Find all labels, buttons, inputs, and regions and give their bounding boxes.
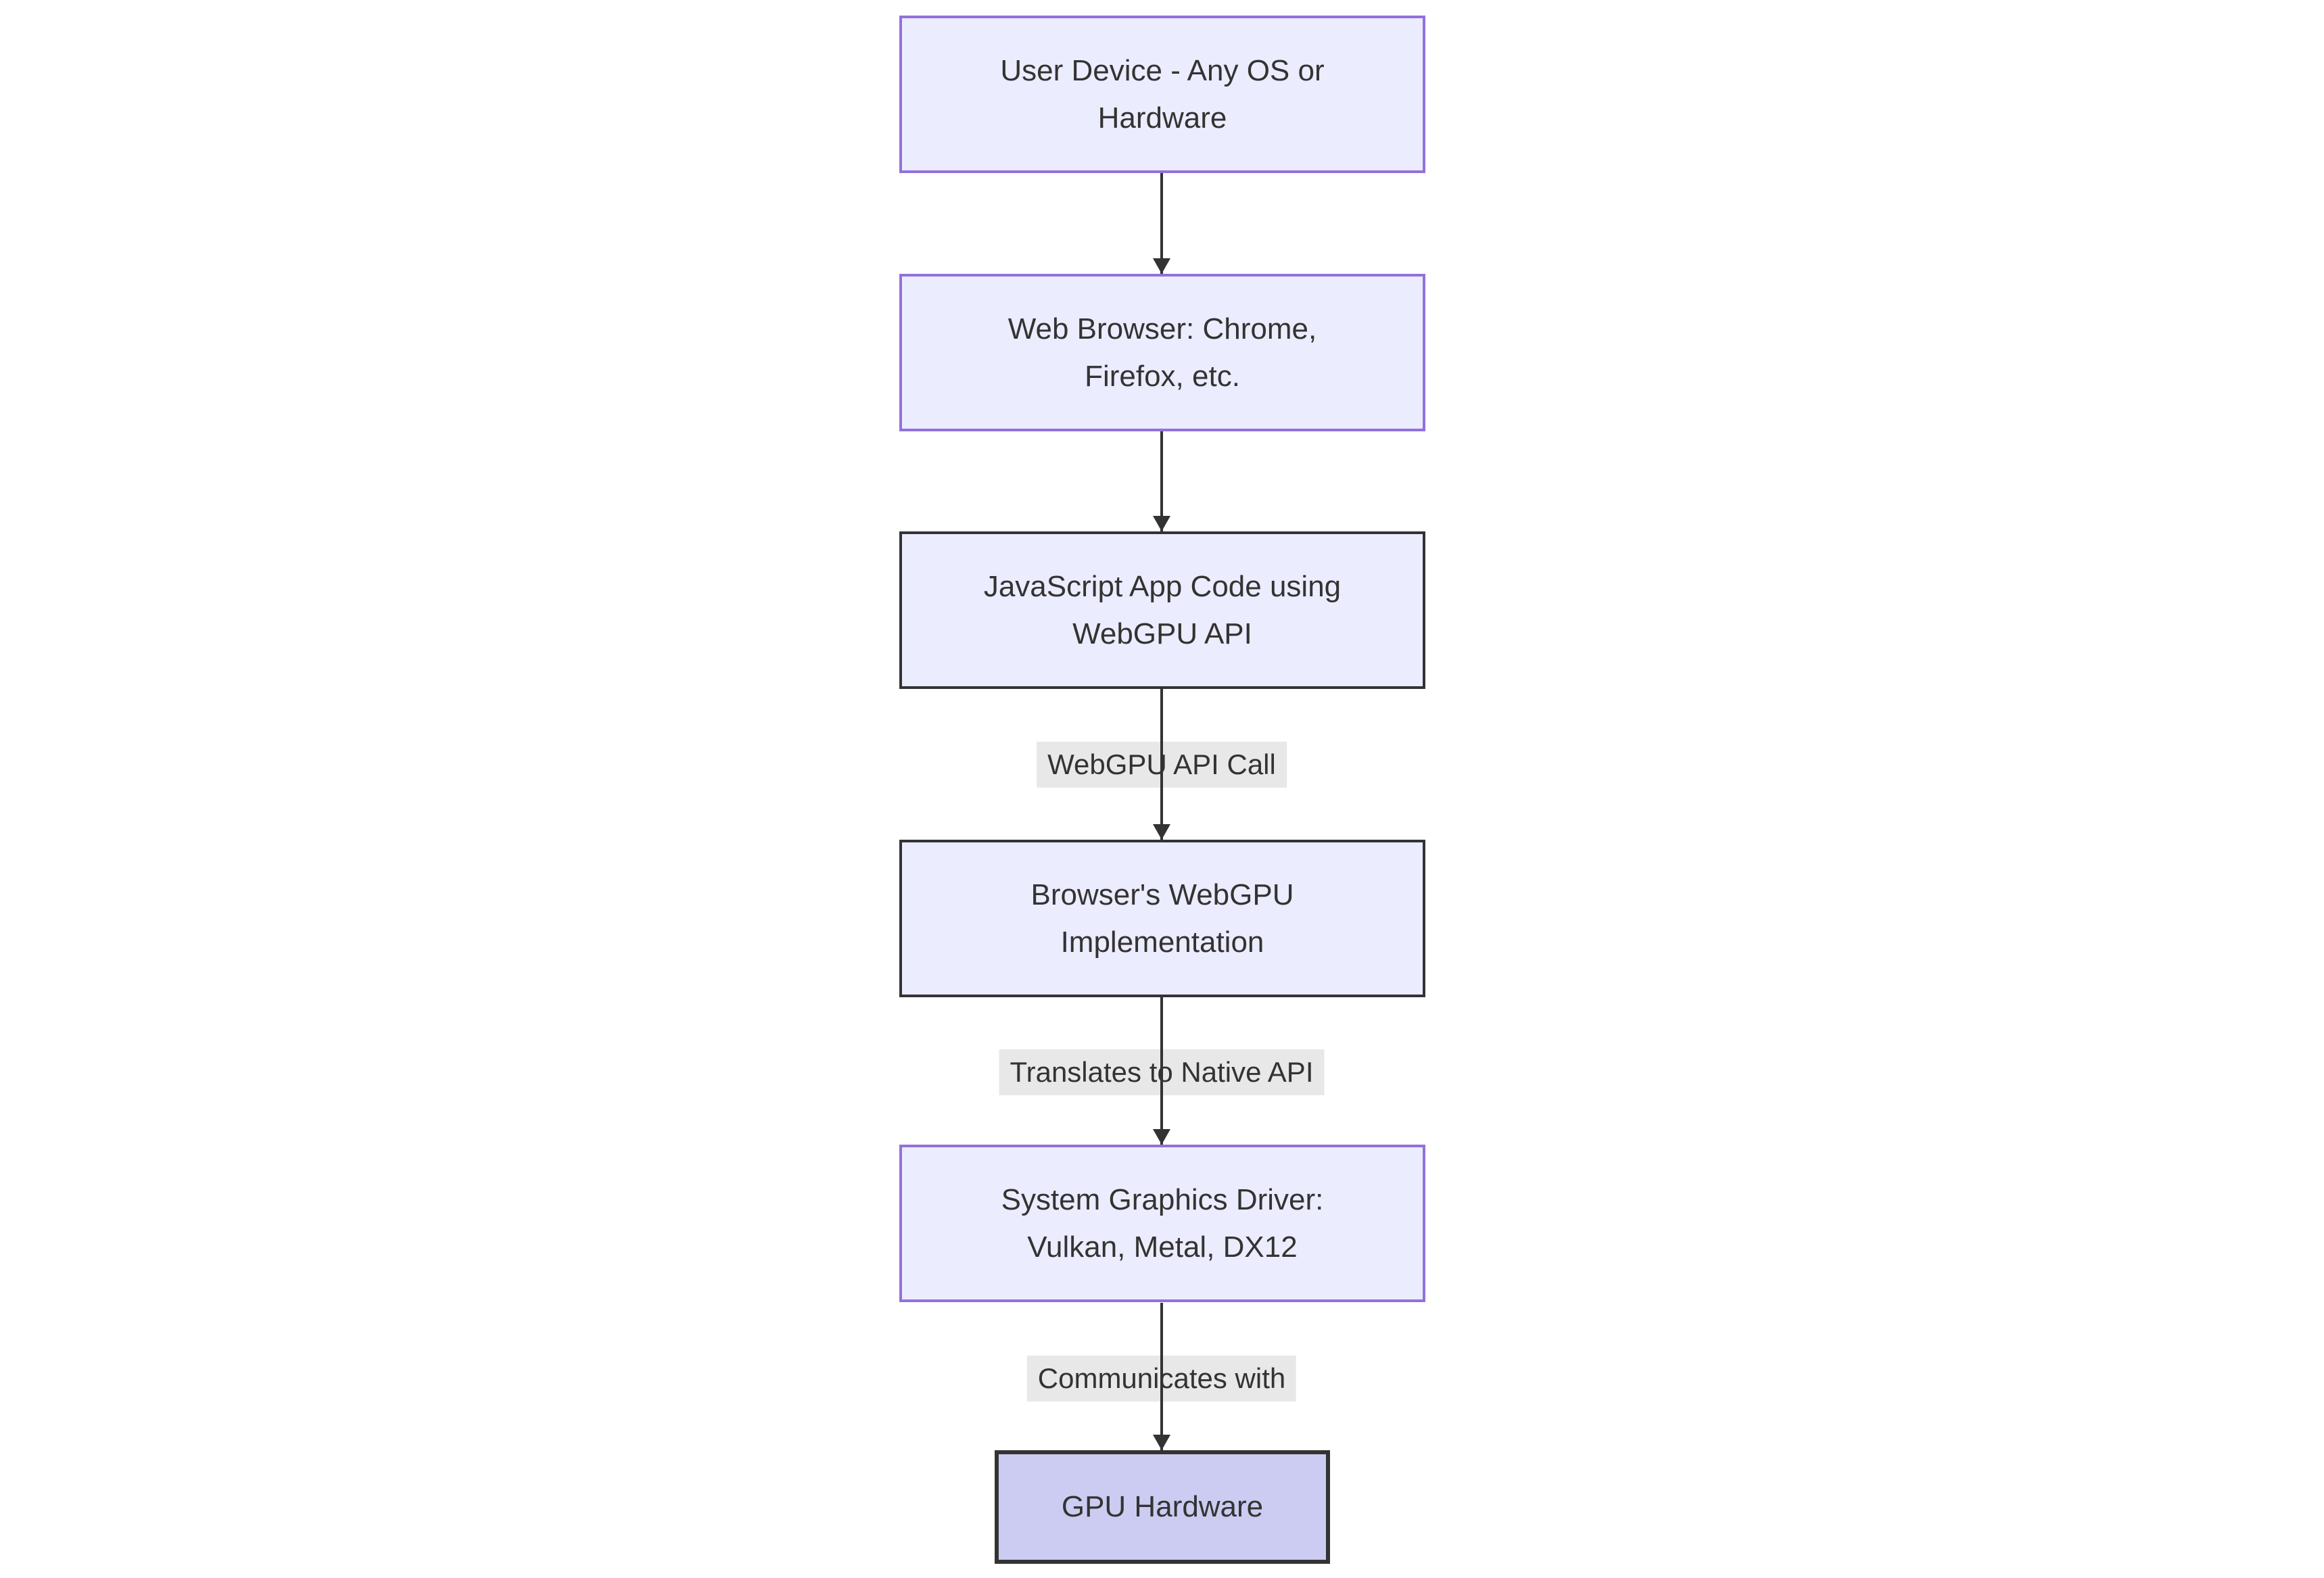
edge-line-user-device-to-web-browser — [1160, 173, 1163, 274]
node-label-line: Browser's WebGPU — [1030, 878, 1294, 911]
edge-line-web-browser-to-js-app — [1160, 431, 1163, 531]
arrowhead-down-icon — [1153, 824, 1170, 840]
node-browser-webgpu-implementation: Browser's WebGPU Implementation — [899, 840, 1425, 997]
node-label-line: Vulkan, Metal, DX12 — [1027, 1230, 1298, 1264]
node-label-line: Implementation — [1060, 925, 1264, 959]
node-label-line: JavaScript App Code using — [983, 569, 1342, 603]
node-user-device: User Device - Any OS or Hardware — [899, 16, 1425, 173]
arrowhead-down-icon — [1153, 1435, 1170, 1450]
node-label-line: Web Browser: Chrome, — [1007, 312, 1317, 345]
arrowhead-down-icon — [1153, 258, 1170, 274]
node-label-line: Firefox, etc. — [1085, 359, 1240, 393]
node-label-line: Hardware — [1097, 101, 1227, 135]
node-web-browser: Web Browser: Chrome, Firefox, etc. — [899, 274, 1425, 431]
node-label-line: System Graphics Driver: — [1001, 1182, 1324, 1216]
node-js-app-code: JavaScript App Code using WebGPU API — [899, 531, 1425, 689]
arrowhead-down-icon — [1153, 1129, 1170, 1145]
node-label-line: User Device - Any OS or — [1000, 53, 1325, 87]
edge-line-browser-webgpu-to-driver — [1160, 997, 1163, 1145]
node-label-line: GPU Hardware — [1061, 1490, 1264, 1523]
arrowhead-down-icon — [1153, 516, 1170, 531]
edge-line-js-app-to-browser-webgpu — [1160, 689, 1163, 840]
node-label-line: WebGPU API — [1072, 617, 1252, 650]
edge-line-driver-to-gpu — [1160, 1303, 1163, 1450]
node-system-graphics-driver: System Graphics Driver: Vulkan, Metal, D… — [899, 1145, 1425, 1302]
node-gpu-hardware: GPU Hardware — [995, 1450, 1330, 1564]
